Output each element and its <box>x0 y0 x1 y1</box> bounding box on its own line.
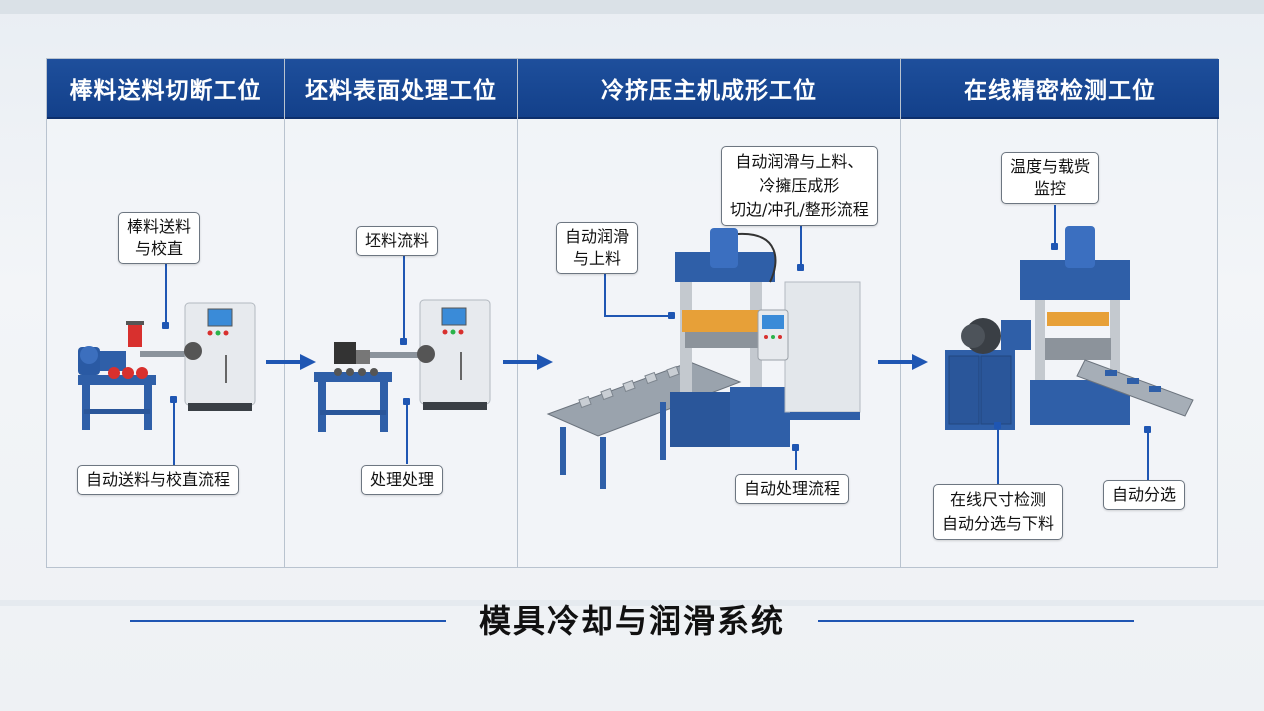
callout-treatment: 处理处理 <box>361 465 444 495</box>
flow-arrow <box>503 354 553 370</box>
page-title: 模具冷却与润滑系统 <box>478 602 785 640</box>
station-3: 冷挤压主机成形工位 <box>518 59 901 567</box>
leader-dot <box>403 398 410 405</box>
leader-line <box>173 400 175 466</box>
leader-line <box>1054 205 1056 245</box>
station-4: 在线精密检测工位 <box>901 59 1219 567</box>
leader-dot <box>162 322 169 329</box>
station-2: 坯料表面处理工位 <box>285 59 518 567</box>
leader-dot <box>797 264 804 271</box>
callout-blank-flow: 坯料流料 <box>356 226 439 256</box>
leader-line <box>165 262 167 324</box>
callout-auto-sort: 自动分选 <box>1103 480 1186 510</box>
leader-dot <box>1144 426 1151 433</box>
leader-line <box>406 402 408 464</box>
leader-dot <box>994 422 1001 429</box>
leader-line <box>1147 430 1149 480</box>
leader-line <box>604 315 670 317</box>
leader-line <box>997 426 999 484</box>
background-beam <box>0 600 1264 606</box>
leader-dot <box>170 396 177 403</box>
title-rule-right <box>818 620 1134 622</box>
station-1: 棒料送料切断工位 <box>47 59 285 567</box>
callout-bar-feeding: 棒料送料 与校直 <box>118 212 201 264</box>
title-rule-left <box>130 620 446 622</box>
callout-auto-process: 自动处理流程 <box>735 474 850 504</box>
flow-arrow <box>878 354 928 370</box>
leader-line <box>800 222 802 266</box>
surface-treatment-machine <box>314 299 491 432</box>
inspection-machine <box>945 226 1194 430</box>
leader-dot <box>668 312 675 319</box>
callout-auto-feeding: 自动送料与校直流程 <box>77 465 240 495</box>
leader-dot <box>792 444 799 451</box>
leader-dot <box>400 338 407 345</box>
background-beam <box>0 0 1264 14</box>
callout-dimension-check: 在线尺寸检测 自动分选与下料 <box>933 484 1064 540</box>
bar-feeder-machine <box>78 302 256 430</box>
station-header: 在线精密检测工位 <box>901 59 1219 119</box>
flow-arrow <box>266 354 316 370</box>
callout-temp-load: 温度与载赀 监控 <box>1001 152 1100 204</box>
leader-dot <box>1051 243 1058 250</box>
station-header: 坯料表面处理工位 <box>285 59 517 119</box>
cold-extrusion-press <box>546 228 861 489</box>
leader-line <box>604 272 606 316</box>
callout-lubrication: 自动润滑 与上料 <box>556 222 639 274</box>
station-header: 冷挤压主机成形工位 <box>518 59 900 119</box>
leader-line <box>403 252 405 340</box>
station-header: 棒料送料切断工位 <box>47 59 284 119</box>
leader-line <box>795 448 797 470</box>
callout-forming-process: 自动润滑与上料、 冷擁压成形 切边/冲孔/整形流程 <box>721 146 878 226</box>
